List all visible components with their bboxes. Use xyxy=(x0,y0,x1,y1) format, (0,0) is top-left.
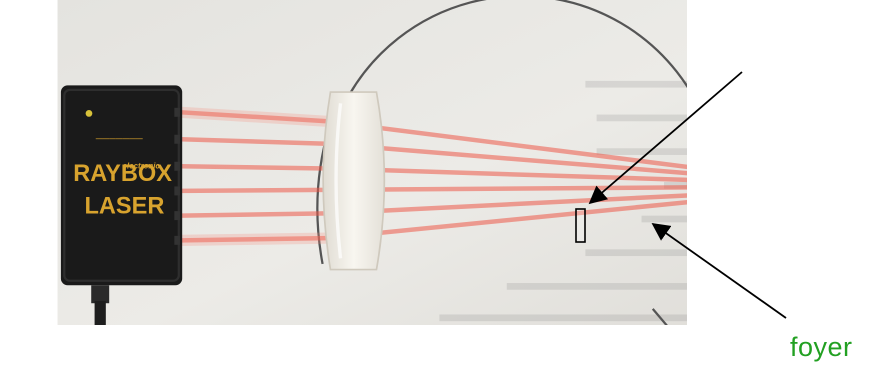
bottom-pointer-arrow-icon xyxy=(653,224,786,318)
focus-marker-icon xyxy=(576,209,585,242)
top-pointer-arrow-icon xyxy=(590,72,742,203)
focus-caption: foyer xyxy=(790,332,853,363)
